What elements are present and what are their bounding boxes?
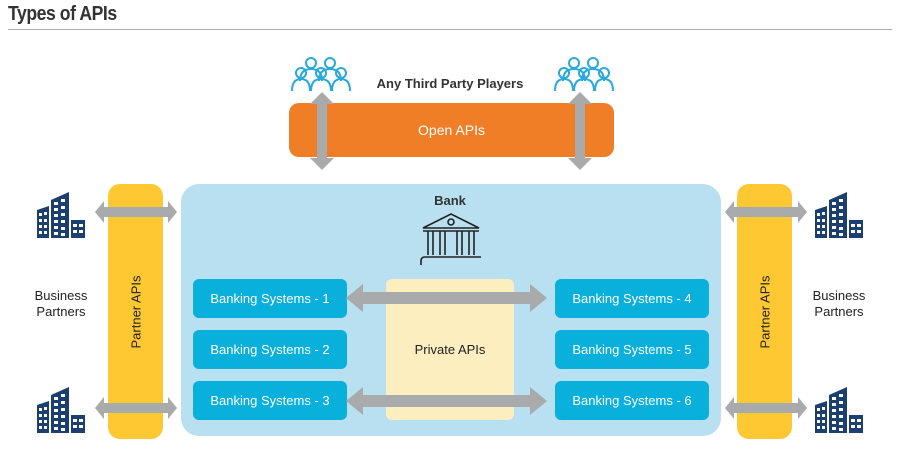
partner-apis-bar-right: Partner APIs <box>737 184 792 439</box>
banking-system-2: Banking Systems - 2 <box>193 330 347 369</box>
open-apis-label: Open APIs <box>418 122 485 138</box>
business-partners-line1: Business <box>34 288 88 303</box>
banking-system-1: Banking Systems - 1 <box>193 279 347 318</box>
double-arrow-horizontal-icon <box>725 397 807 419</box>
banking-system-3: Banking Systems - 3 <box>193 381 347 420</box>
double-arrow-horizontal-icon <box>346 284 547 312</box>
banking-system-5: Banking Systems - 5 <box>555 330 709 369</box>
business-partners-line2: Partners <box>36 304 86 319</box>
double-arrow-horizontal-icon <box>95 397 177 419</box>
people-group-icon <box>554 57 614 92</box>
banking-system-4: Banking Systems - 4 <box>555 279 709 318</box>
third-party-label: Any Third Party Players <box>376 76 524 91</box>
double-arrow-horizontal-icon <box>346 387 547 415</box>
private-apis-label: Private APIs <box>414 342 486 357</box>
people-group-icon <box>291 57 351 92</box>
double-arrow-horizontal-icon <box>95 201 177 223</box>
office-building-icon <box>815 387 863 433</box>
office-building-icon <box>37 192 85 238</box>
business-partners-line2: Partners <box>814 304 864 319</box>
double-arrow-vertical-icon <box>310 92 334 170</box>
bank-building-icon <box>420 213 481 265</box>
page-title: Types of APIs <box>8 3 117 25</box>
partner-apis-bar-left: Partner APIs <box>108 184 163 439</box>
title-divider <box>8 29 892 30</box>
bank-label: Bank <box>434 193 466 208</box>
business-partners-line1: Business <box>812 288 866 303</box>
office-building-icon <box>815 192 863 238</box>
banking-system-6: Banking Systems - 6 <box>555 381 709 420</box>
double-arrow-horizontal-icon <box>725 201 807 223</box>
open-apis-box: Open APIs <box>289 103 614 157</box>
office-building-icon <box>37 387 85 433</box>
double-arrow-vertical-icon <box>568 92 592 170</box>
